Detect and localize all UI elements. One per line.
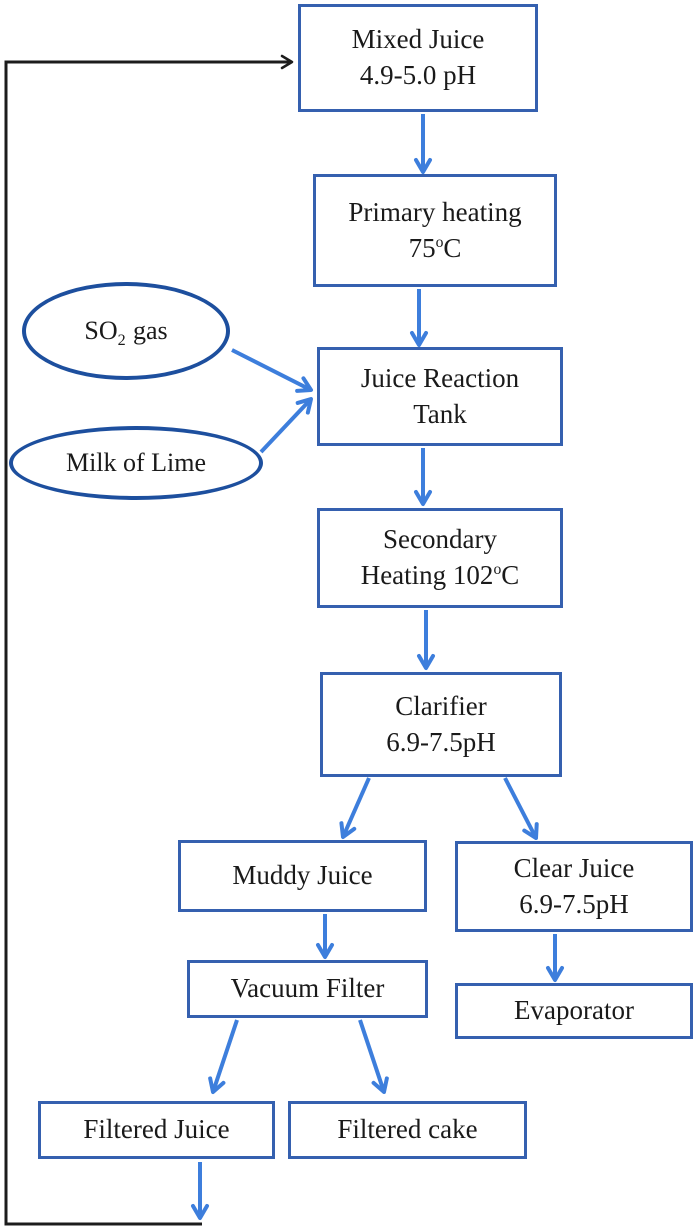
node-label: Juice Reaction: [360, 362, 520, 393]
arrow-clarifier-to-muddy-juice: [339, 777, 371, 839]
node-label: Clear Juice: [513, 852, 635, 883]
node-evaporator: Evaporator: [455, 983, 693, 1039]
node-sublabel: 6.9-7.5pH: [386, 726, 496, 757]
node-label: Milk of Lime: [65, 447, 207, 477]
node-filtered-cake: Filtered cake: [288, 1101, 527, 1159]
arrow-milk-of-lime-to-juice-reaction-tank: [259, 397, 313, 454]
node-sublabel: Tank: [413, 398, 467, 429]
node-label: Muddy Juice: [232, 860, 373, 891]
node-sublabel: Heating 102oC: [361, 558, 520, 594]
node-label: Vacuum Filter: [230, 973, 385, 1004]
text-part: Heating 102: [360, 560, 494, 590]
arrow-vacuum-filter-to-filtered-cake: [358, 1019, 389, 1094]
node-label: Secondary: [383, 524, 497, 555]
arrow-so2-gas-to-juice-reaction-tank: [231, 348, 313, 393]
node-sublabel: 6.9-7.5pH: [519, 888, 629, 919]
degree-superscript: o: [435, 233, 444, 251]
node-sublabel: 75oC: [409, 231, 462, 267]
node-label: Clarifier: [395, 690, 487, 721]
text-part: 75: [408, 232, 436, 263]
node-sublabel: 4.9-5.0 pH: [359, 60, 477, 90]
node-secondary-heating: Secondary Heating 102oC: [317, 508, 563, 608]
node-filtered-juice: Filtered Juice: [38, 1101, 275, 1159]
node-so2-gas: SO2 gas: [22, 282, 230, 380]
node-label: Filtered cake: [337, 1114, 478, 1145]
text-part: C: [443, 232, 462, 263]
node-milk-of-lime: Milk of Lime: [9, 426, 263, 500]
text-part: C: [501, 560, 520, 590]
node-muddy-juice: Muddy Juice: [178, 840, 427, 912]
text-part: SO: [84, 315, 118, 345]
node-label: Primary heating: [348, 196, 522, 227]
node-label: Mixed Juice: [351, 24, 485, 55]
node-vacuum-filter: Vacuum Filter: [187, 960, 428, 1018]
node-mixed-juice: Mixed Juice 4.9-5.0 pH: [298, 4, 538, 112]
degree-superscript: o: [493, 561, 502, 578]
arrow-clarifier-to-clear-juice: [503, 777, 539, 840]
arrow-vacuum-filter-to-filtered-juice: [208, 1019, 239, 1094]
node-label: Evaporator: [514, 995, 634, 1026]
subscript: 2: [117, 331, 126, 349]
node-label: SO2 gas: [84, 314, 167, 349]
node-label: Filtered Juice: [83, 1114, 230, 1145]
feedback-line-filtered-juice-to-mixed-juice: [4, 54, 294, 1226]
node-primary-heating: Primary heating 75oC: [313, 174, 557, 287]
text-part: gas: [132, 315, 168, 345]
node-clarifier: Clarifier 6.9-7.5pH: [320, 672, 562, 777]
node-clear-juice: Clear Juice 6.9-7.5pH: [455, 841, 693, 932]
node-juice-reaction-tank: Juice Reaction Tank: [317, 347, 563, 446]
